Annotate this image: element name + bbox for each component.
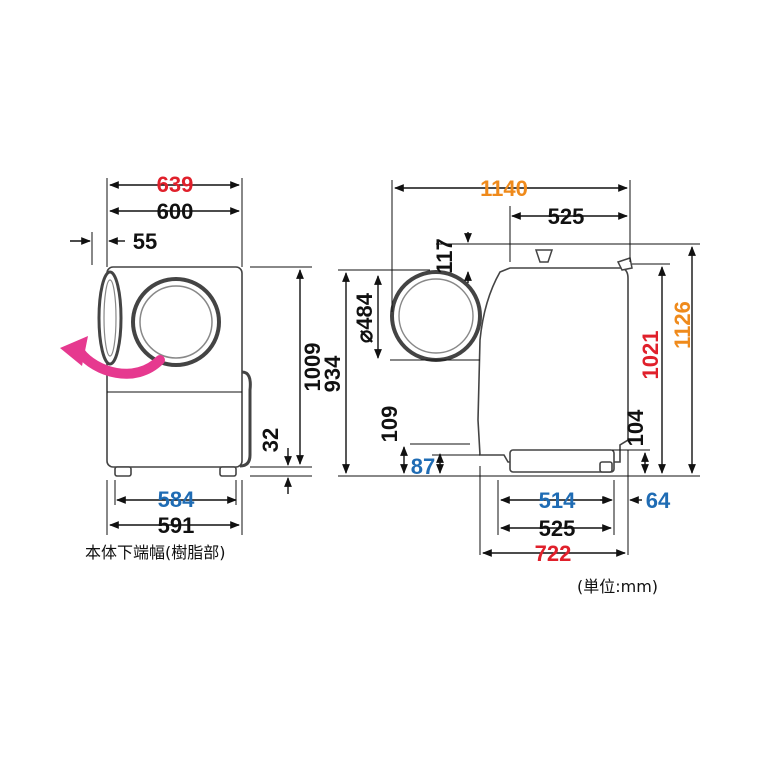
base-depth: 525 [539,516,576,541]
front-door-window [131,277,221,367]
door-swing-arrow [75,347,165,379]
base-rear-offset: 64 [646,488,671,513]
rear-step-height: 104 [623,409,648,446]
top-hose-fitting [534,249,554,263]
base-width-note: 本体下端幅(樹脂部) [85,543,226,562]
side-hose [239,370,252,468]
top-offset: 117 [432,238,457,274]
side-view: 1140 525 117 ⌀484 934 109 87 104 1021 11… [320,176,700,596]
side-door-ring [390,270,482,362]
door-diameter: ⌀484 [352,292,377,343]
door-protrusion: 55 [133,229,157,254]
front-height-body: 1009 [300,343,325,392]
front-foot-right [219,466,237,477]
front-foot-left [114,466,132,477]
front-width-body: 600 [157,199,194,224]
base-width-outer: 591 [158,513,195,538]
depth-body: 722 [535,541,572,566]
leg-height: 32 [258,428,283,452]
height-total: 1126 [670,301,695,349]
front-view: 639 600 55 1009 32 584 591 本体下端幅(樹脂部) [60,172,325,562]
front-width-max: 639 [157,172,194,197]
toe-height: 87 [411,454,435,479]
door-bottom-height: 109 [377,406,402,443]
depth-total: 1140 [480,176,528,201]
side-height-body: 1021 [638,331,663,380]
depth-rear: 525 [548,204,585,229]
front-body-outline [106,266,243,468]
base-depth-inner: 514 [539,488,576,513]
side-body-outline [477,267,629,463]
side-base-block [509,449,615,473]
door-center-height: 934 [320,355,345,392]
base-width-inner: 584 [158,487,195,512]
open-door [97,270,123,366]
unit-note: (単位:mm) [577,577,658,596]
